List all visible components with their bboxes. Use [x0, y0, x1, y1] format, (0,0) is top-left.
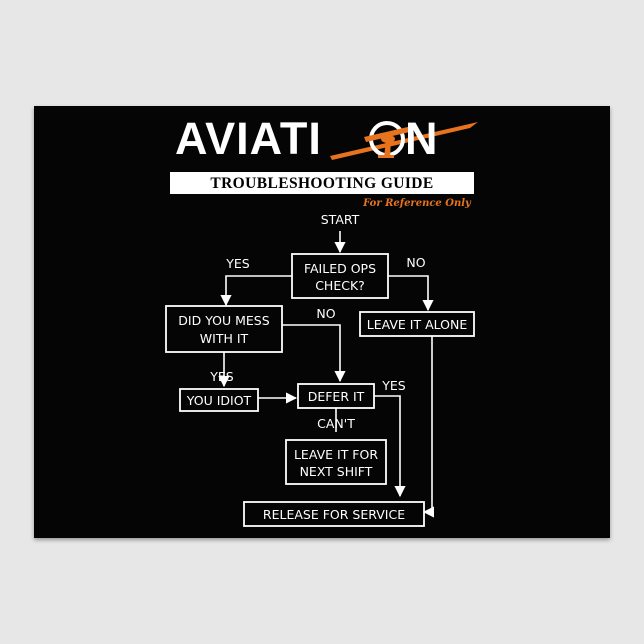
propeller-airplane-icon — [364, 121, 414, 158]
leave-next-shift-line2: NEXT SHIFT — [300, 464, 373, 479]
leave-it-alone-label: LEAVE IT ALONE — [367, 317, 468, 332]
leave-alone-to-release-arrow — [422, 336, 435, 518]
subtitle: TROUBLESHOOTING GUIDE — [210, 175, 433, 192]
yes-defer-label: YES — [381, 378, 406, 393]
release-for-service-label: RELEASE FOR SERVICE — [263, 507, 405, 522]
did-you-mess-line1: DID YOU MESS — [178, 313, 269, 328]
no-middle-arrow — [282, 324, 346, 383]
subtitle-banner — [170, 172, 474, 194]
yes-defer-arrow — [374, 395, 406, 498]
you-idiot-label: YOU IDIOT — [186, 393, 252, 408]
start-label: START — [321, 212, 360, 227]
defer-it-label: DEFER IT — [308, 389, 365, 404]
title-part2: N — [405, 113, 439, 164]
title-part1: AVIATI — [175, 113, 322, 164]
failed-ops-line1: FAILED OPS — [304, 261, 376, 276]
cant-label: CAN'T — [317, 416, 355, 431]
leave-next-shift-line1: LEAVE IT FOR — [294, 447, 378, 462]
yes-below-label: YES — [209, 369, 234, 384]
tagline: For Reference Only — [362, 198, 472, 209]
yes-left-label: YES — [225, 256, 250, 271]
no-middle-label: NO — [316, 306, 335, 321]
no-right-label: NO — [406, 255, 425, 270]
did-you-mess-line2: WITH IT — [200, 331, 249, 346]
failed-ops-line2: CHECK? — [315, 278, 365, 293]
leave-next-shift-box — [285, 439, 387, 485]
yes-left-arrow — [220, 275, 292, 307]
you-idiot-box — [179, 388, 259, 412]
release-for-service-box — [243, 501, 425, 527]
no-right-arrow — [388, 275, 434, 312]
leave-it-alone-box — [359, 311, 475, 337]
